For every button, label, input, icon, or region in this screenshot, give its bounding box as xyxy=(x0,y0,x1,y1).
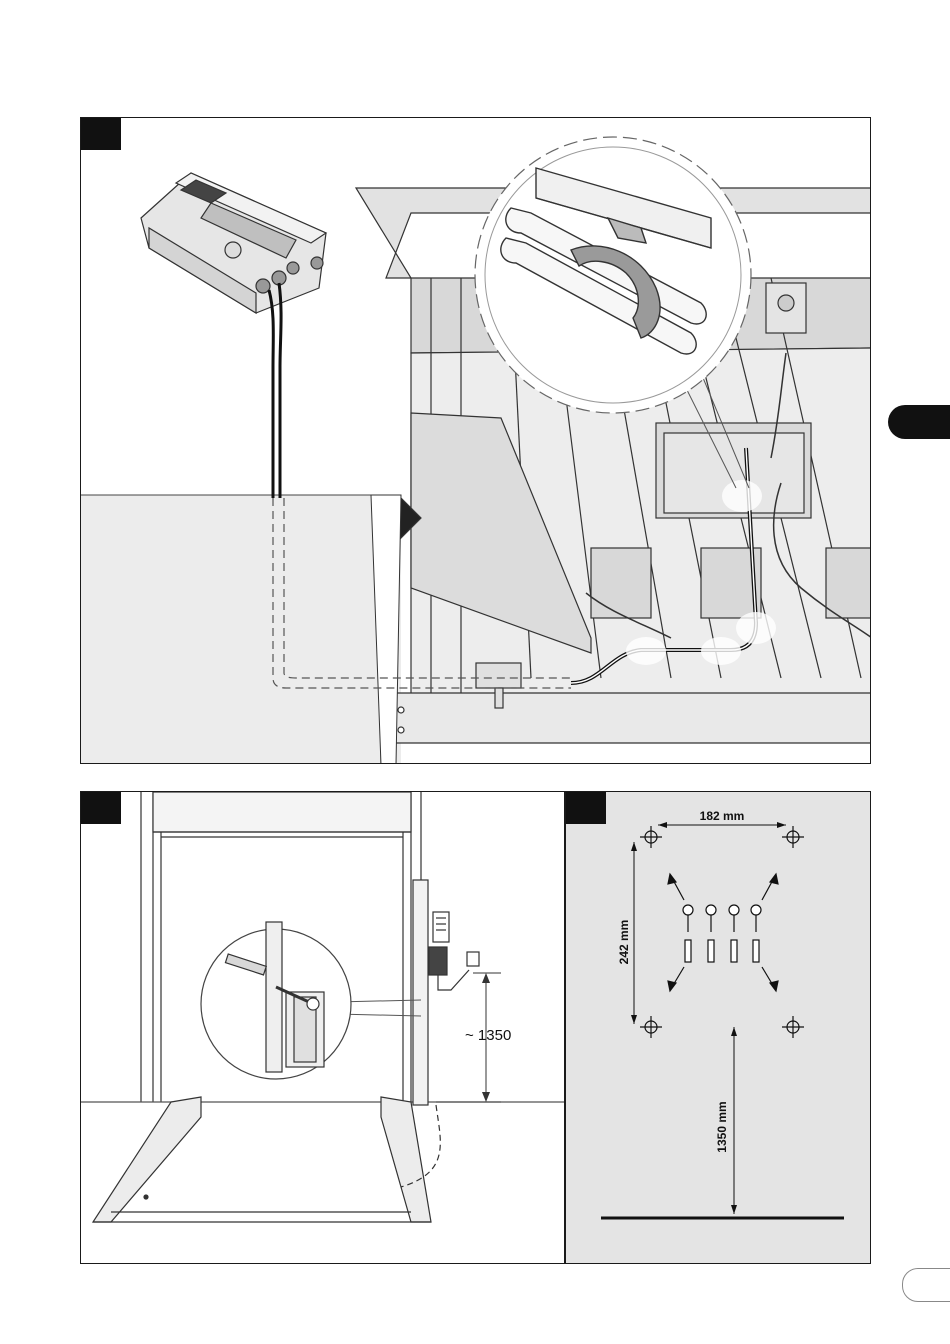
height-label: 242 mm xyxy=(617,920,631,965)
floor-area xyxy=(81,495,401,764)
figure-badge xyxy=(81,118,121,150)
clip-highlight xyxy=(722,480,762,512)
floor-height-label: 1350 mm xyxy=(715,1101,729,1152)
floor-height-dimension: 1350 mm xyxy=(601,1027,844,1218)
anchor-detail xyxy=(201,922,421,1079)
figure-box-mounting: ~ 1350 xyxy=(80,791,565,1264)
height-label: ~ 1350 xyxy=(465,1027,511,1044)
pit-icon xyxy=(93,1097,431,1222)
figure-badge xyxy=(566,792,606,824)
width-label: 182 mm xyxy=(700,809,745,823)
box-mounting-illustration: ~ 1350 xyxy=(81,792,565,1264)
control-box-icon xyxy=(141,173,326,313)
clip-highlight xyxy=(626,637,666,665)
cable-routing-illustration xyxy=(81,118,871,764)
clip-highlight xyxy=(701,637,741,665)
figure-badge xyxy=(81,792,121,824)
screws-and-plugs-icon xyxy=(683,905,761,962)
figure-drill-template: 182 mm 242 mm xyxy=(565,791,871,1264)
section-tab xyxy=(888,405,950,439)
drill-hole-icon xyxy=(640,826,804,1038)
figure-cable-routing xyxy=(80,117,871,764)
direction-arrow-icon xyxy=(668,874,778,991)
clip-highlight xyxy=(736,612,776,644)
height-dimension: ~ 1350 xyxy=(436,973,511,1102)
drill-template-illustration: 182 mm 242 mm xyxy=(566,792,871,1264)
width-dimension: 182 mm xyxy=(658,809,786,828)
height-dimension: 242 mm xyxy=(617,842,637,1024)
page-number-tab xyxy=(902,1268,950,1302)
